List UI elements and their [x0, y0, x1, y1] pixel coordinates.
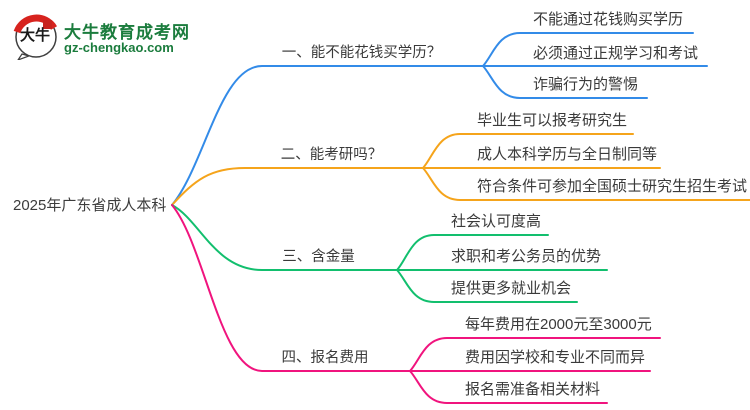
- branch-2-label: 二、能考研吗？: [280, 147, 383, 163]
- branch-4-label: 四、报名费用: [281, 350, 369, 366]
- branch-2-item-2: 成人本科学历与全日制同等: [477, 146, 658, 163]
- branch-2-connector: [171, 167, 424, 206]
- branch-3-item-3: 提供更多就业机会: [451, 280, 572, 297]
- branch-4-item-1: 每年费用在2000元至3000元: [465, 316, 652, 333]
- branch-1-connector: [171, 65, 484, 206]
- branch-2-item-3: 符合条件可参加全国硕士研究生招生考试: [477, 178, 748, 195]
- branch-1-label: 一、能不能花钱买学历？: [281, 45, 442, 61]
- root-node-label: 2025年广东省成人本科: [13, 197, 167, 214]
- branch-4-item-3: 报名需准备相关材料: [465, 381, 601, 398]
- branch-2-item-1: 毕业生可以报考研究生: [477, 112, 628, 129]
- branch-3-item-2: 求职和考公务员的优势: [451, 248, 602, 265]
- branch-4-connector: [171, 204, 411, 372]
- branch-1-item-3: 诈骗行为的警惕: [533, 76, 639, 93]
- branch-3-label: 三、含金量: [282, 249, 355, 265]
- brand-name: 大牛教育成考网: [64, 23, 190, 42]
- badge-char-1: 大牛: [20, 26, 50, 44]
- branch-4-item-2: 费用因学校和专业不同而异: [465, 349, 646, 366]
- branch-3-item-1: 社会认可度高: [451, 213, 542, 230]
- bull-badge-icon: 大牛: [13, 14, 57, 60]
- branch-1-item-1: 不能通过花钱购买学历: [533, 11, 684, 28]
- branch-1-item-2: 必须通过正规学习和考试: [533, 45, 699, 62]
- site-logo[interactable]: 大牛 大牛教育成考网 gz-chengkao.com: [12, 10, 202, 60]
- brand-domain: gz-chengkao.com: [64, 40, 174, 55]
